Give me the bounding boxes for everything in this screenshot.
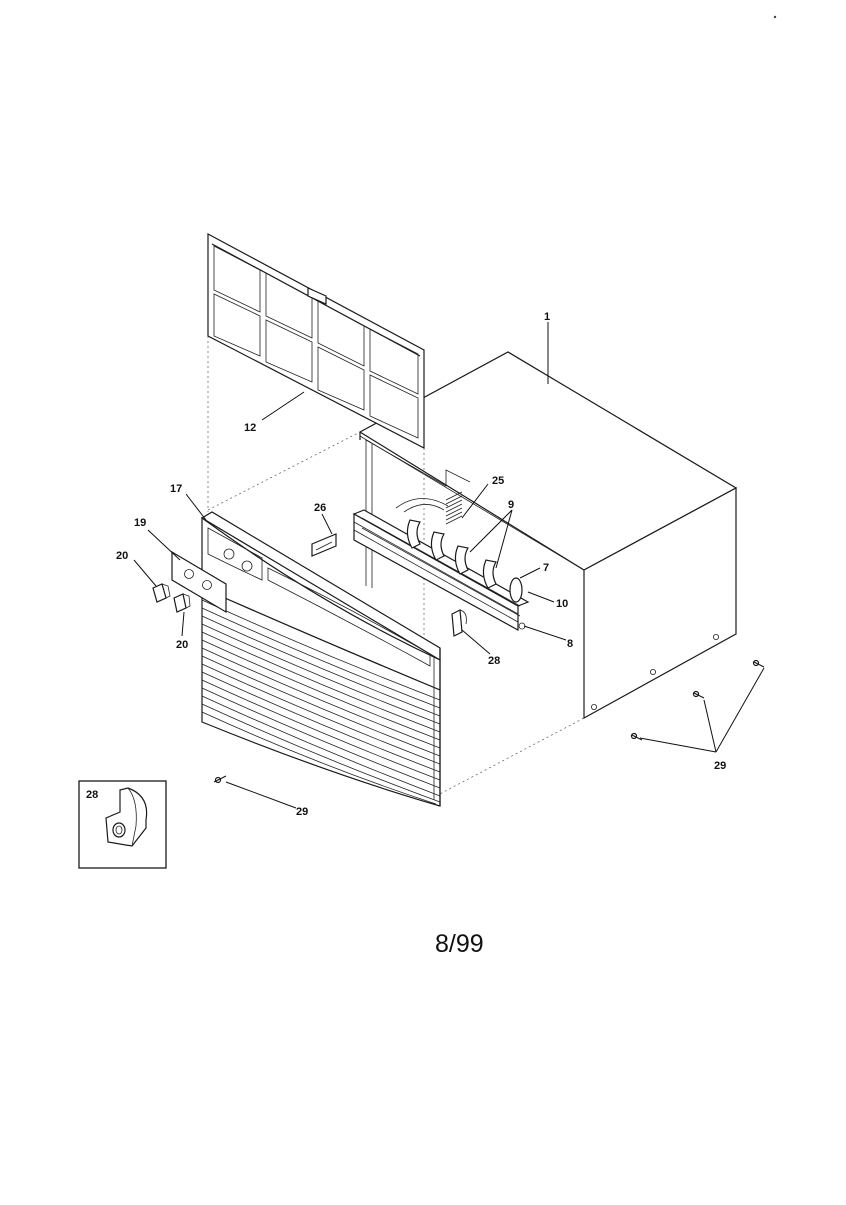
callout-1: 1 [544,311,550,323]
mounting-hole [650,669,657,676]
inset-callout-28: 28 [86,789,98,801]
callout-17: 17 [170,483,182,495]
callout-29-left: 29 [296,806,308,818]
callout-29-right: 29 [714,760,726,772]
control-panel [171,550,227,614]
date-stamp: 8/99 [435,930,484,958]
coil-fins [445,491,463,525]
leader-lines [133,322,765,809]
mounting-hole [713,634,720,641]
air-filter [207,232,425,640]
front-grille [200,511,441,807]
screw [752,659,765,668]
screw [213,775,227,784]
control-knob-upper [152,583,171,603]
bracket-26 [311,533,337,557]
callout-20-upper: 20 [116,550,128,562]
callout-7: 7 [543,562,549,574]
louver-assembly [352,509,530,632]
callout-20-lower: 20 [176,639,188,651]
clip-28 [451,609,467,637]
corner-mark [773,15,777,19]
callout-9: 9 [508,499,514,511]
callout-19: 19 [134,517,146,529]
callout-25: 25 [492,475,504,487]
callout-28: 28 [488,655,500,667]
knob-recess [223,548,235,560]
control-hole [184,569,194,579]
mounting-hole [591,704,598,711]
knob-recess [241,560,253,572]
callout-26: 26 [314,502,326,514]
screw [630,732,643,741]
louver-vanes [406,519,523,603]
cabinet [207,351,738,797]
callout-8: 8 [567,638,573,650]
control-hole [202,580,212,590]
louver-slats [201,599,441,805]
clip-hole [112,822,126,838]
screw [692,690,705,699]
callout-12: 12 [244,422,256,434]
callout-10: 10 [556,598,568,610]
control-knob-lower [173,593,191,613]
inset-detail-28: 28 [78,780,167,869]
fan-vane [509,577,523,603]
